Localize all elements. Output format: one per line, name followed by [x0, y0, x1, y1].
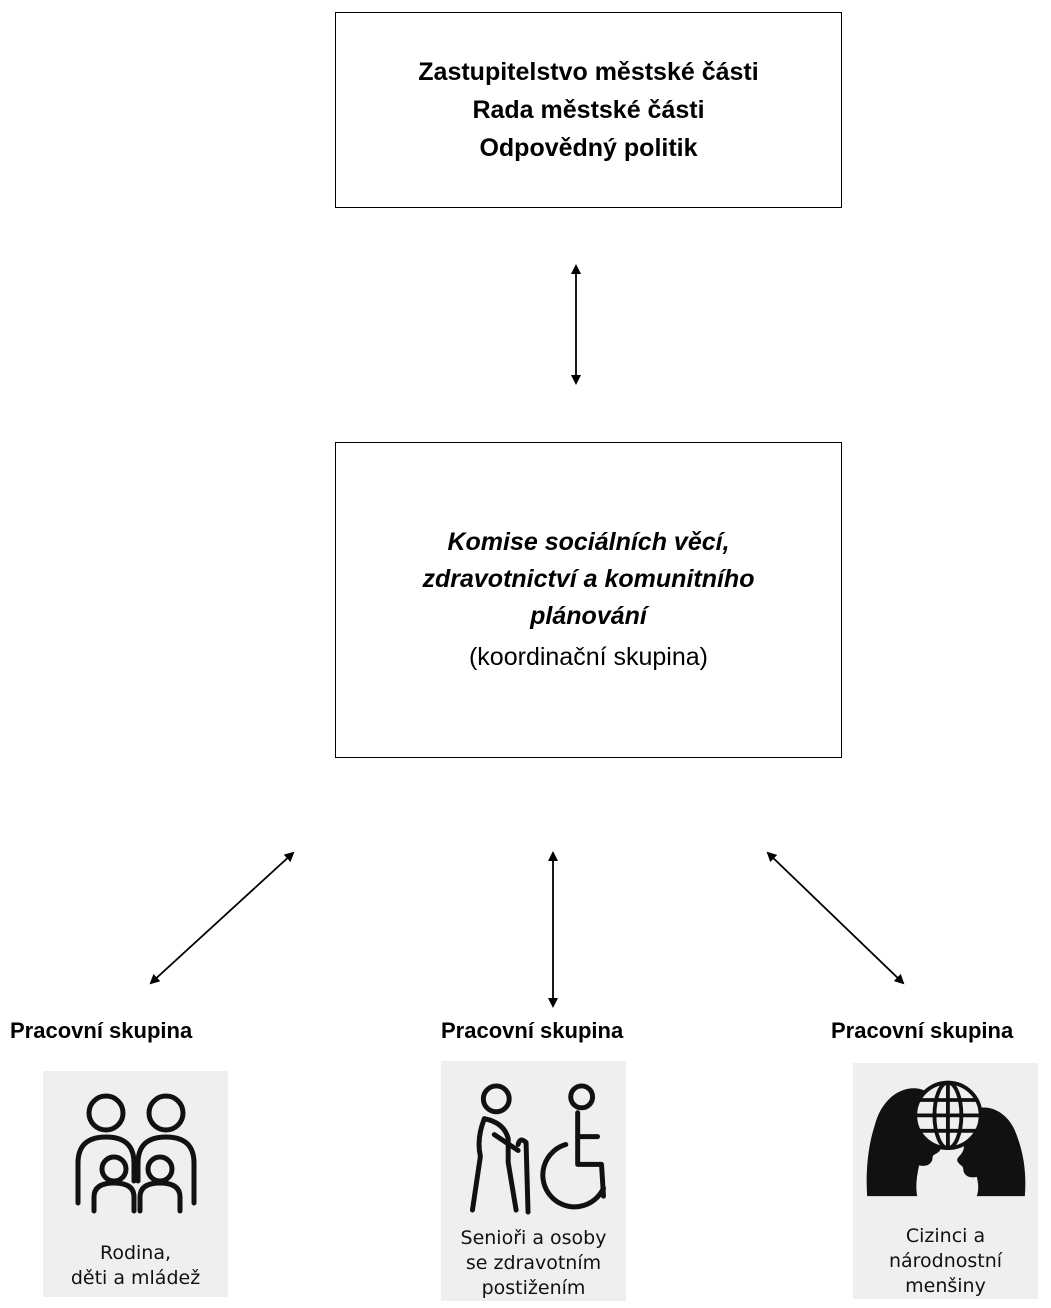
board-line: Rada městské části	[472, 96, 705, 124]
senior-caption: Senioři a osoby se zdravotním postižením	[461, 1226, 607, 1301]
family-caption-line-1: Rodina,	[99, 1242, 172, 1264]
commission-box: Komise sociálních věcí, zdravotnictví a …	[335, 442, 842, 758]
minority-caption-line-1: Cizinci a	[905, 1225, 986, 1247]
group-title-senior: Pracovní skupina	[441, 1018, 624, 1043]
family-icon	[75, 1093, 196, 1214]
group-title-minority: Pracovní skupina	[831, 1018, 1014, 1043]
arrow-commission-to-minority-group	[766, 851, 905, 985]
commission-title-line-3: plánování	[530, 601, 647, 630]
arrow-commission-to-family-group	[149, 851, 295, 985]
commission-title-line-1: Komise sociálních věcí,	[447, 527, 730, 556]
senior-caption-line-2: se zdravotním	[465, 1252, 602, 1274]
senior-caption-line-3: postižením	[481, 1277, 586, 1299]
commission-title-line-2: zdravotnictví a komunitního	[422, 564, 755, 593]
minority-caption-line-3: menšiny	[905, 1275, 986, 1297]
senior-caption-line-1: Senioři a osoby	[460, 1227, 607, 1249]
globe-icon	[912, 1080, 983, 1150]
minority-caption: Cizinci a národnostní menšiny	[889, 1224, 1002, 1299]
minority-card: Cizinci a národnostní menšiny	[853, 1063, 1038, 1299]
group-title-family: Pracovní skupina	[10, 1018, 193, 1043]
minority-caption-line-2: národnostní	[888, 1250, 1003, 1272]
commission-subtitle: (koordinační skupina)	[468, 642, 708, 671]
family-caption-line-2: děti a mládež	[70, 1267, 201, 1289]
family-caption: Rodina, děti a mládež	[71, 1241, 200, 1291]
council-box: Zastupitelstvo městské části Rada městsk…	[335, 12, 842, 208]
senior-wheelchair-icon	[469, 1083, 606, 1215]
globe-people-icon	[866, 1080, 1025, 1197]
council-line: Zastupitelstvo městské části	[418, 58, 759, 86]
senior-card: Senioři a osoby se zdravotním postižením	[441, 1061, 626, 1301]
politician-line: Odpovědný politik	[479, 134, 698, 162]
family-card: Rodina, děti a mládež	[43, 1071, 228, 1297]
